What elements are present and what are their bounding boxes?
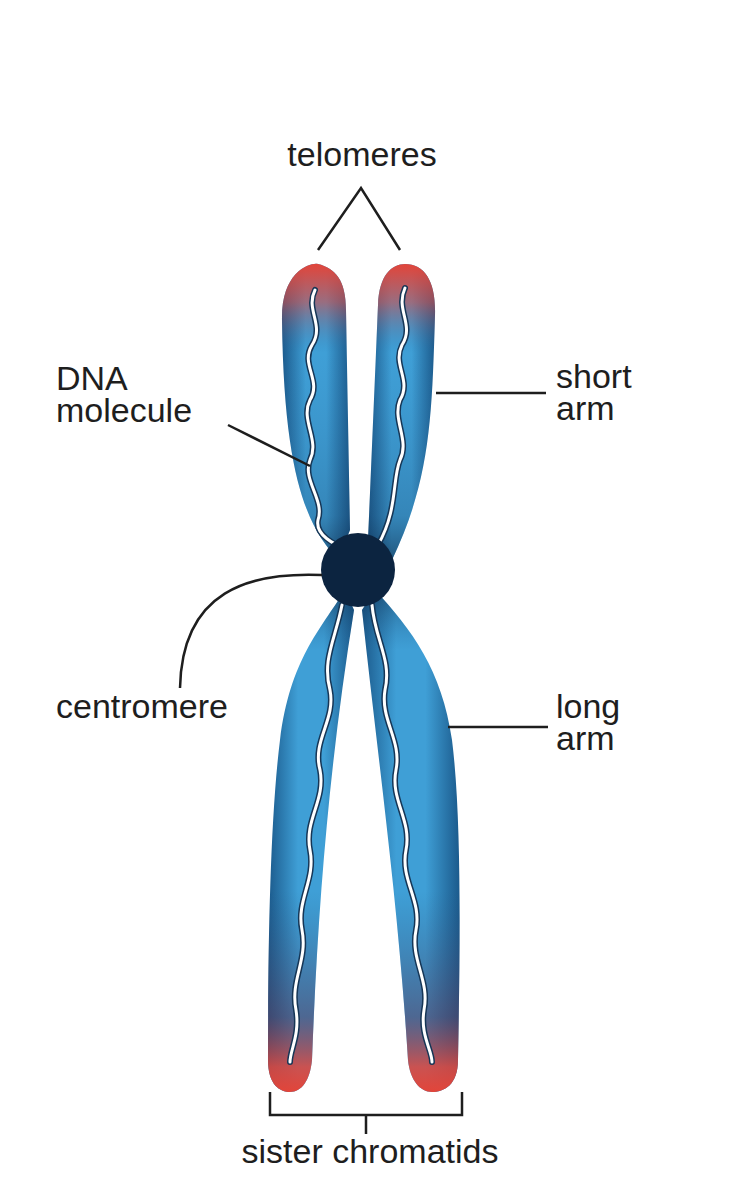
left-upper-arm — [282, 264, 350, 560]
centromere-leader — [180, 575, 322, 688]
part-label: DNA molecule — [56, 362, 231, 427]
dna-strands — [290, 288, 432, 1062]
part-label: telomeres — [287, 138, 436, 170]
long-arm-leader — [448, 726, 548, 729]
right-lower-arm-shade — [362, 590, 460, 1092]
part-label: long arm — [556, 690, 666, 755]
part-label: centromere — [56, 690, 228, 722]
left-lower-arm — [268, 590, 354, 1092]
left-lower-arm-shade — [268, 590, 354, 1092]
centromere-disc — [321, 533, 395, 607]
telomere-leader — [318, 188, 400, 250]
dna-leader — [228, 425, 310, 466]
sister-bracket — [270, 1092, 462, 1134]
part-label: short arm — [556, 360, 666, 425]
chromatid-arms — [268, 264, 460, 1092]
right-upper-arm-shade — [368, 264, 435, 560]
right-lower-arm — [362, 590, 460, 1092]
short-arm-leader — [436, 392, 546, 395]
left-upper-arm-shade — [282, 264, 350, 560]
part-label: sister chromatids — [242, 1135, 499, 1167]
right-upper-arm — [368, 264, 435, 560]
leader-lines — [180, 188, 548, 1134]
